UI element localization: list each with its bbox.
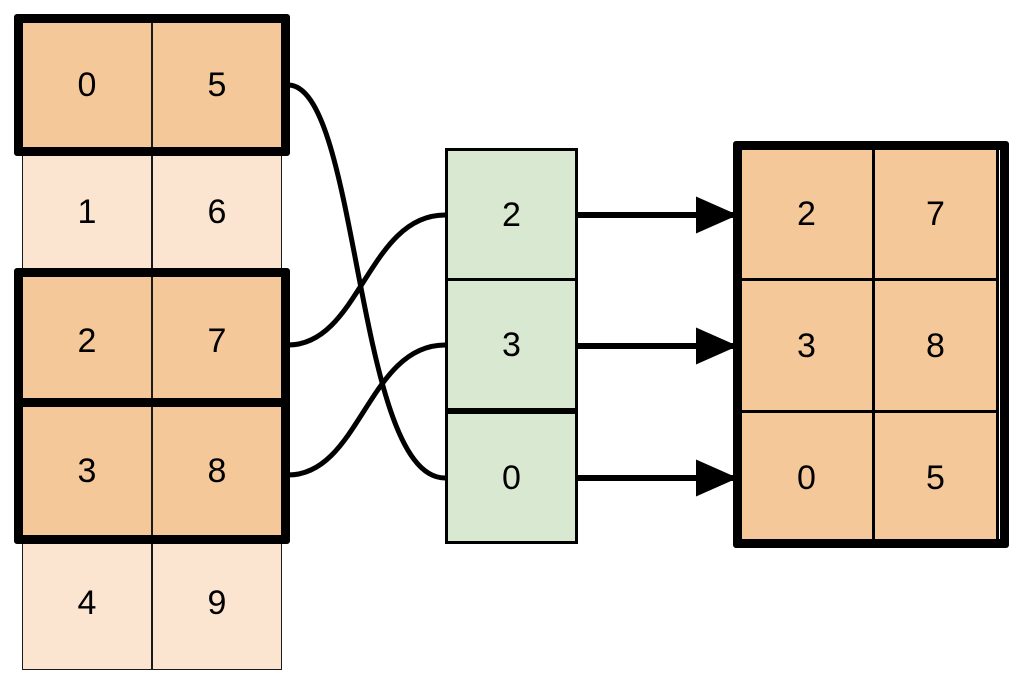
- source-cell-r4-c0[interactable]: 4: [22, 536, 152, 670]
- curve-row0-to-index2: [287, 82, 446, 481]
- result-cell-r0-c0[interactable]: 2: [738, 146, 875, 281]
- curve-row3-to-index1: [287, 342, 446, 478]
- result-cell-r2-c1[interactable]: 5: [872, 410, 999, 545]
- result-cell-r1-c0[interactable]: 3: [738, 278, 875, 413]
- source-cell-r2-c0[interactable]: 2: [22, 276, 152, 406]
- source-cell-r3-c1[interactable]: 8: [152, 406, 282, 536]
- curve-row2-to-index0: [287, 212, 446, 348]
- index-cell-2[interactable]: 0: [445, 411, 578, 544]
- source-cell-r1-c0[interactable]: 1: [22, 148, 152, 276]
- source-cell-r2-c1[interactable]: 7: [152, 276, 282, 406]
- source-cell-r0-c0[interactable]: 0: [22, 22, 152, 148]
- source-cell-r0-c1[interactable]: 5: [152, 22, 282, 148]
- source-cell-r4-c1[interactable]: 9: [152, 536, 282, 670]
- result-cell-r1-c1[interactable]: 8: [872, 278, 999, 413]
- source-cell-r1-c1[interactable]: 6: [152, 148, 282, 276]
- source-cell-r3-c0[interactable]: 3: [22, 406, 152, 536]
- result-cell-r0-c1[interactable]: 7: [872, 146, 999, 281]
- index-cell-0[interactable]: 2: [445, 148, 578, 281]
- index-cell-1[interactable]: 3: [445, 278, 578, 411]
- result-cell-r2-c0[interactable]: 0: [738, 410, 875, 545]
